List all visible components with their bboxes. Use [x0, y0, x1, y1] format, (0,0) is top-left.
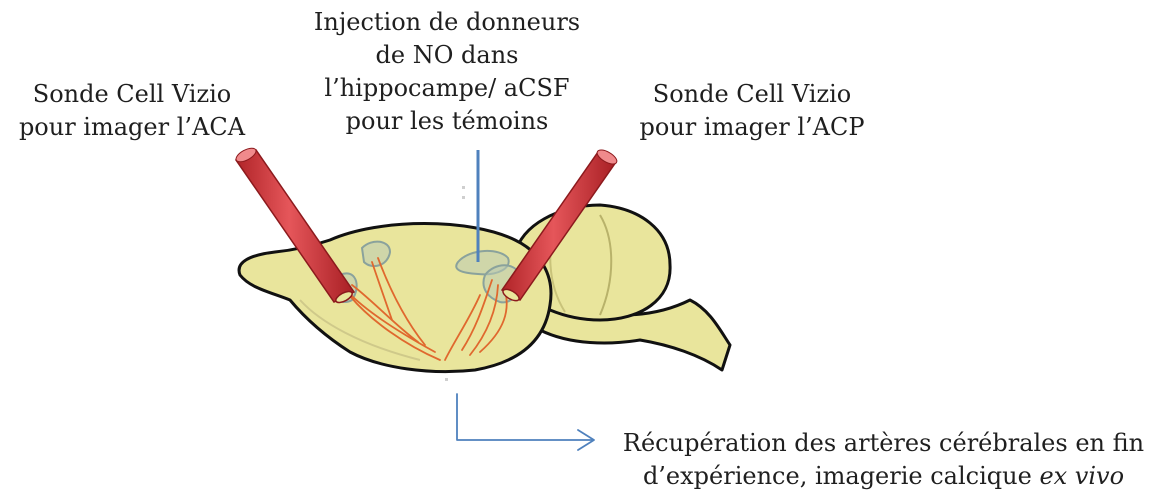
right-probe-label: Sonde Cell Vizio pour imager l’ACP	[596, 78, 908, 144]
injection-label-line: Injection de donneurs	[288, 6, 606, 39]
left-probe-label-line: Sonde Cell Vizio	[0, 78, 264, 111]
left-probe-label-line: pour imager l’ACA	[0, 111, 264, 144]
recovery-label-line: Récupération des artères cérébrales en f…	[596, 427, 1171, 460]
region-left-top	[362, 242, 390, 266]
recovery-label-text: d’expérience, imagerie calcique	[643, 462, 1040, 490]
injection-label: Injection de donneurs de NO dans l’hippo…	[288, 6, 606, 138]
recovery-label-italic: ex vivo	[1039, 462, 1124, 490]
injection-label-line: l’hippocampe/ aCSF	[288, 72, 606, 105]
injection-label-line: de NO dans	[288, 39, 606, 72]
right-probe-label-line: Sonde Cell Vizio	[596, 78, 908, 111]
injection-label-line: pour les témoins	[288, 105, 606, 138]
left-probe-label: Sonde Cell Vizio pour imager l’ACA	[0, 78, 264, 144]
recovery-label-line: d’expérience, imagerie calcique ex vivo	[596, 460, 1171, 493]
arrow-right-icon	[457, 394, 594, 450]
recovery-label: Récupération des artères cérébrales en f…	[596, 427, 1171, 493]
right-probe-label-line: pour imager l’ACP	[596, 111, 908, 144]
